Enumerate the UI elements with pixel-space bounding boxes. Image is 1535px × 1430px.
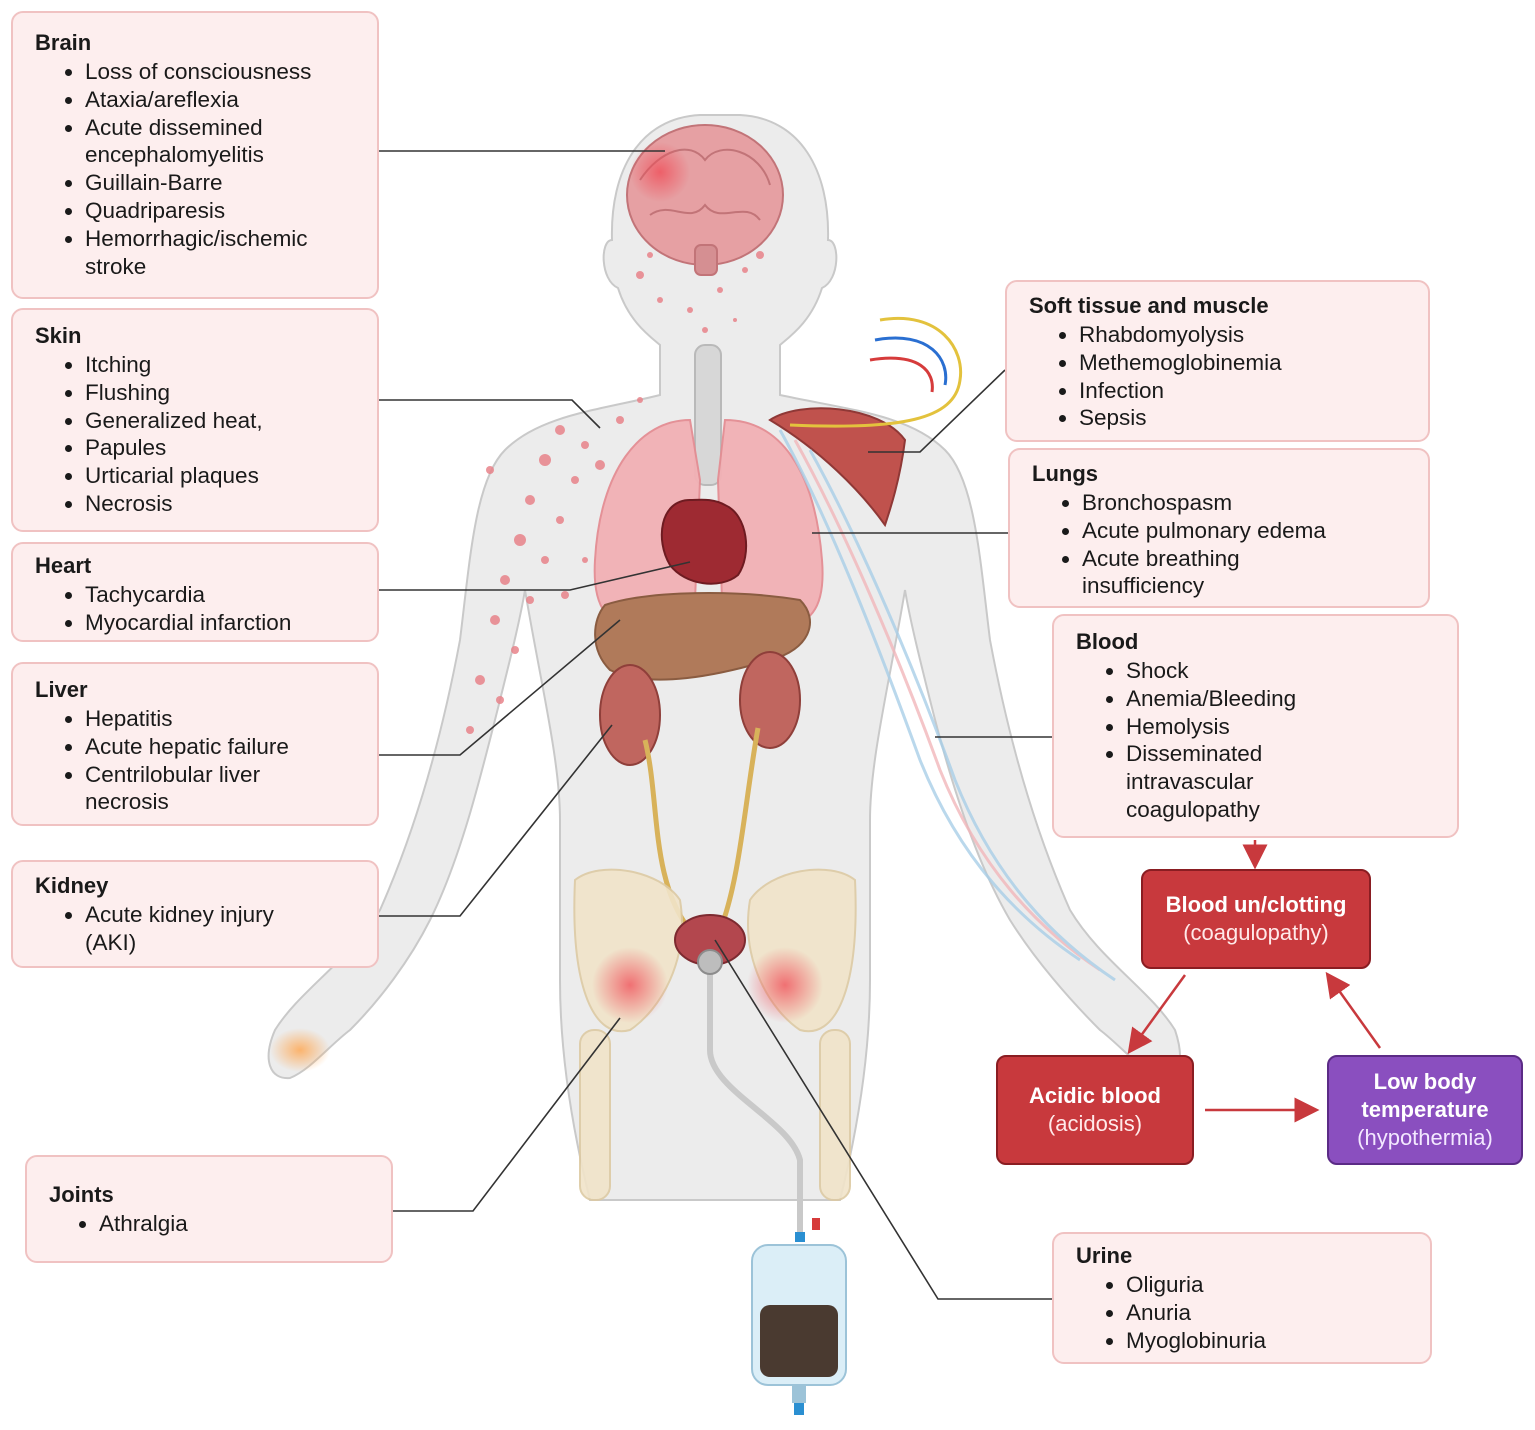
iv-lines [789, 317, 963, 428]
brain-list: Loss of consciousness Ataxia/areflexia A… [35, 58, 357, 280]
list-item: Acute kidney injury (AKI) [85, 901, 305, 957]
list-item: Tachycardia [85, 581, 357, 609]
list-item: Acute pulmonary edema [1082, 517, 1408, 545]
heart-organ [660, 498, 748, 585]
hypothermia-box: Low body temperature (hypothermia) [1327, 1055, 1523, 1165]
list-item: Sepsis [1079, 404, 1408, 432]
urine-panel: Urine Oliguria Anuria Myoglobinuria [1052, 1232, 1432, 1364]
blood-list: Shock Anemia/Bleeding Hemolysis Dissemin… [1076, 657, 1437, 824]
list-item: Infection [1079, 377, 1408, 405]
brain-panel: Brain Loss of consciousness Ataxia/arefl… [11, 11, 379, 299]
kidney-title: Kidney [35, 873, 109, 898]
joints-panel: Joints Athralgia [25, 1155, 393, 1263]
list-item: Flushing [85, 379, 357, 407]
joints-list: Athralgia [49, 1210, 371, 1238]
list-item: Necrosis [85, 490, 357, 518]
blood-title: Blood [1076, 629, 1139, 654]
lungs-panel: Lungs Bronchospasm Acute pulmonary edema… [1008, 448, 1430, 608]
lungs-list: Bronchospasm Acute pulmonary edema Acute… [1032, 489, 1408, 600]
kidney-panel: Kidney Acute kidney injury (AKI) [11, 860, 379, 968]
list-item: Disseminated intravascular coagulopathy [1126, 740, 1286, 823]
hip-glow-left [592, 947, 668, 1023]
shoulder-muscle [768, 407, 907, 528]
list-item: Anemia/Bleeding [1126, 685, 1437, 713]
liver-panel: Liver Hepatitis Acute hepatic failure Ce… [11, 662, 379, 826]
acidosis-box: Acidic blood (acidosis) [996, 1055, 1194, 1165]
cycle-arrows [1127, 840, 1382, 1123]
leader-lines [372, 150, 1052, 1300]
skin-panel: Skin Itching Flushing Generalized heat, … [11, 308, 379, 532]
list-item: Bronchospasm [1082, 489, 1408, 517]
list-item: Urticarial plaques [85, 462, 357, 490]
trachea [694, 344, 722, 486]
brain-organ [626, 124, 784, 276]
urine-bag [751, 1244, 847, 1415]
urine-title: Urine [1076, 1243, 1133, 1268]
lungs-organ [593, 418, 824, 624]
liver-list: Hepatitis Acute hepatic failure Centrilo… [35, 705, 357, 816]
list-item: Quadriparesis [85, 197, 357, 225]
list-item: Acute dissemined encephalomyelitis [85, 114, 357, 170]
list-item: Guillain-Barre [85, 169, 357, 197]
lungs-title: Lungs [1032, 461, 1098, 486]
list-item: Centrilobular liver necrosis [85, 761, 305, 817]
acidosis-subtitle: (acidosis) [1047, 1111, 1143, 1136]
list-item: Hepatitis [85, 705, 357, 733]
list-item: Rhabdomyolysis [1079, 321, 1408, 349]
list-item: Generalized heat, [85, 407, 357, 435]
coagulopathy-box: Blood un/clotting (coagulopathy) [1141, 869, 1371, 969]
hypothermia-subtitle: (hypothermia) [1357, 1125, 1493, 1150]
skin-list: Itching Flushing Generalized heat, Papul… [35, 351, 357, 518]
soft-tissue-panel: Soft tissue and muscle Rhabdomyolysis Me… [1005, 280, 1430, 442]
brain-title: Brain [35, 30, 92, 55]
list-item: Myoglobinuria [1126, 1327, 1410, 1355]
heart-panel: Heart Tachycardia Myocardial infarction [11, 542, 379, 642]
soft-tissue-list: Rhabdomyolysis Methemoglobinemia Infecti… [1029, 321, 1408, 432]
list-item: Ataxia/areflexia [85, 86, 357, 114]
list-item: Hemorrhagic/ischemic stroke [85, 225, 357, 281]
arm-vessels [778, 429, 1116, 982]
heart-list: Tachycardia Myocardial infarction [35, 581, 357, 637]
list-item: Shock [1126, 657, 1437, 685]
list-item: Itching [85, 351, 357, 379]
coagulopathy-subtitle: (coagulopathy) [1183, 920, 1329, 945]
urine-list: Oliguria Anuria Myoglobinuria [1076, 1271, 1410, 1354]
list-item: Anuria [1126, 1299, 1410, 1327]
list-item: Methemoglobinemia [1079, 349, 1408, 377]
kidney-list: Acute kidney injury (AKI) [35, 901, 357, 957]
list-item: Loss of consciousness [85, 58, 357, 86]
skin-rash [466, 251, 764, 734]
list-item: Papules [85, 434, 357, 462]
skin-title: Skin [35, 323, 82, 348]
hip-glow-right [747, 947, 823, 1023]
soft-tissue-title: Soft tissue and muscle [1029, 293, 1269, 318]
list-item: Acute hepatic failure [85, 733, 357, 761]
coagulopathy-title: Blood un/clotting [1165, 892, 1347, 917]
list-item: Acute breathing insufficiency [1082, 545, 1302, 601]
liver-title: Liver [35, 677, 88, 702]
list-item: Athralgia [99, 1210, 371, 1238]
hypothermia-title: Low body temperature [1361, 1069, 1489, 1122]
list-item: Hemolysis [1126, 713, 1437, 741]
heart-title: Heart [35, 553, 92, 578]
bladder-catheter [674, 914, 820, 1242]
kidneys-organ [599, 651, 801, 932]
blood-panel: Blood Shock Anemia/Bleeding Hemolysis Di… [1052, 614, 1459, 838]
list-item: Myocardial infarction [85, 609, 357, 637]
joints-title: Joints [49, 1182, 114, 1207]
list-item: Oliguria [1126, 1271, 1410, 1299]
fingertip-glow [270, 1028, 330, 1072]
acidosis-title: Acidic blood [1029, 1083, 1161, 1108]
